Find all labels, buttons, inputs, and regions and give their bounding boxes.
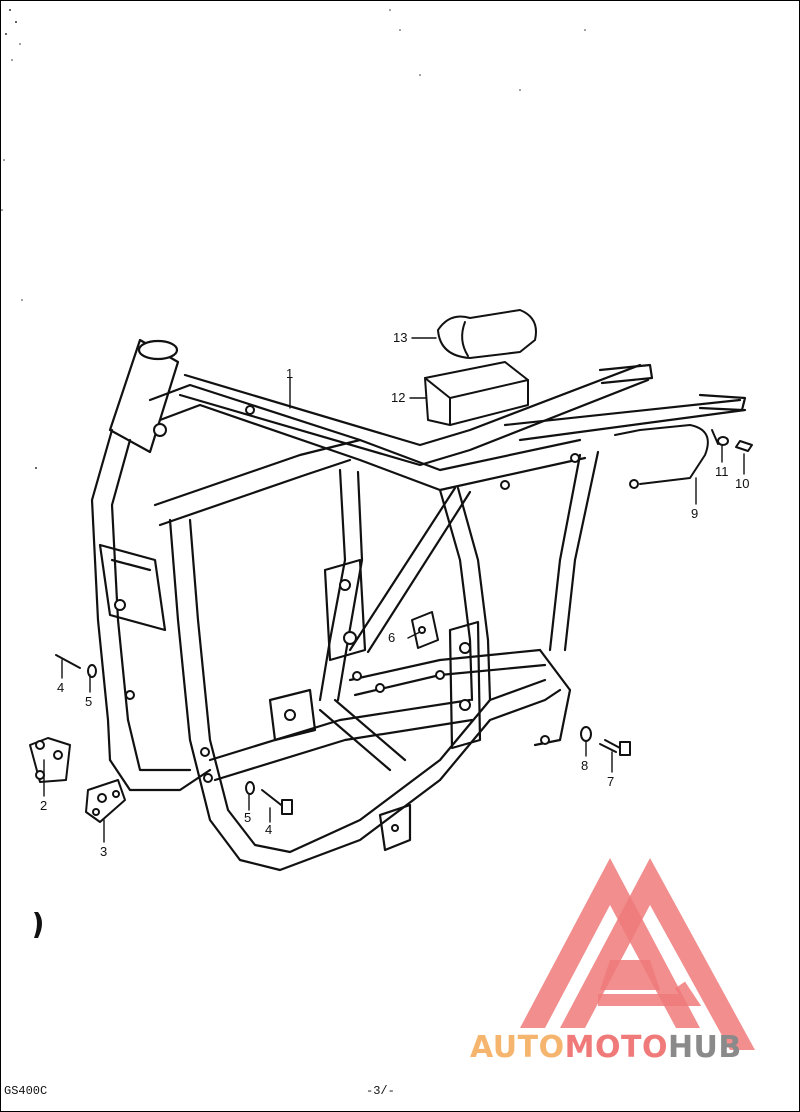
watermark-text-auto: AUTO xyxy=(470,1030,565,1065)
model-code: GS400C xyxy=(4,1084,48,1098)
label-washer-left-lower: 5 xyxy=(244,810,251,825)
label-cover: 13 xyxy=(393,330,407,345)
label-washer-left-upper: 5 xyxy=(85,694,92,709)
label-bolt-left-upper: 4 xyxy=(57,680,64,695)
watermark-text-moto: MOTO xyxy=(564,1030,668,1065)
part-labels: 13 12 1 2 3 4 5 4 5 6 7 8 9 10 11 xyxy=(40,330,749,859)
label-bolt-rear: 10 xyxy=(735,476,749,491)
label-frame: 1 xyxy=(286,366,293,381)
label-rod-rear: 9 xyxy=(691,506,698,521)
label-bolt-right: 7 xyxy=(607,774,614,789)
label-plate-left: 3 xyxy=(100,844,107,859)
leader-lines xyxy=(43,337,745,843)
label-bracket-left: 2 xyxy=(40,798,47,813)
label-plate-center: 6 xyxy=(388,630,395,645)
label-washer-rear: 11 xyxy=(715,464,729,479)
watermark-text-hub: HUB xyxy=(667,1030,742,1065)
rod-part xyxy=(614,424,753,489)
edge-mark xyxy=(34,912,42,938)
label-tray: 12 xyxy=(391,390,405,405)
watermark-text: AUTOMOTOHUB xyxy=(470,1030,742,1065)
left-fasteners xyxy=(29,611,439,823)
tray-part xyxy=(424,361,529,426)
frame-holes xyxy=(114,405,580,832)
page-number: -3/- xyxy=(366,1084,395,1098)
watermark-logo xyxy=(520,858,755,1050)
scan-speckles xyxy=(1,9,586,469)
label-bolt-left-lower: 4 xyxy=(265,822,272,837)
cover-part xyxy=(437,309,537,359)
right-fasteners xyxy=(580,726,631,756)
frame-main xyxy=(90,338,747,872)
label-washer-right: 8 xyxy=(581,758,588,773)
